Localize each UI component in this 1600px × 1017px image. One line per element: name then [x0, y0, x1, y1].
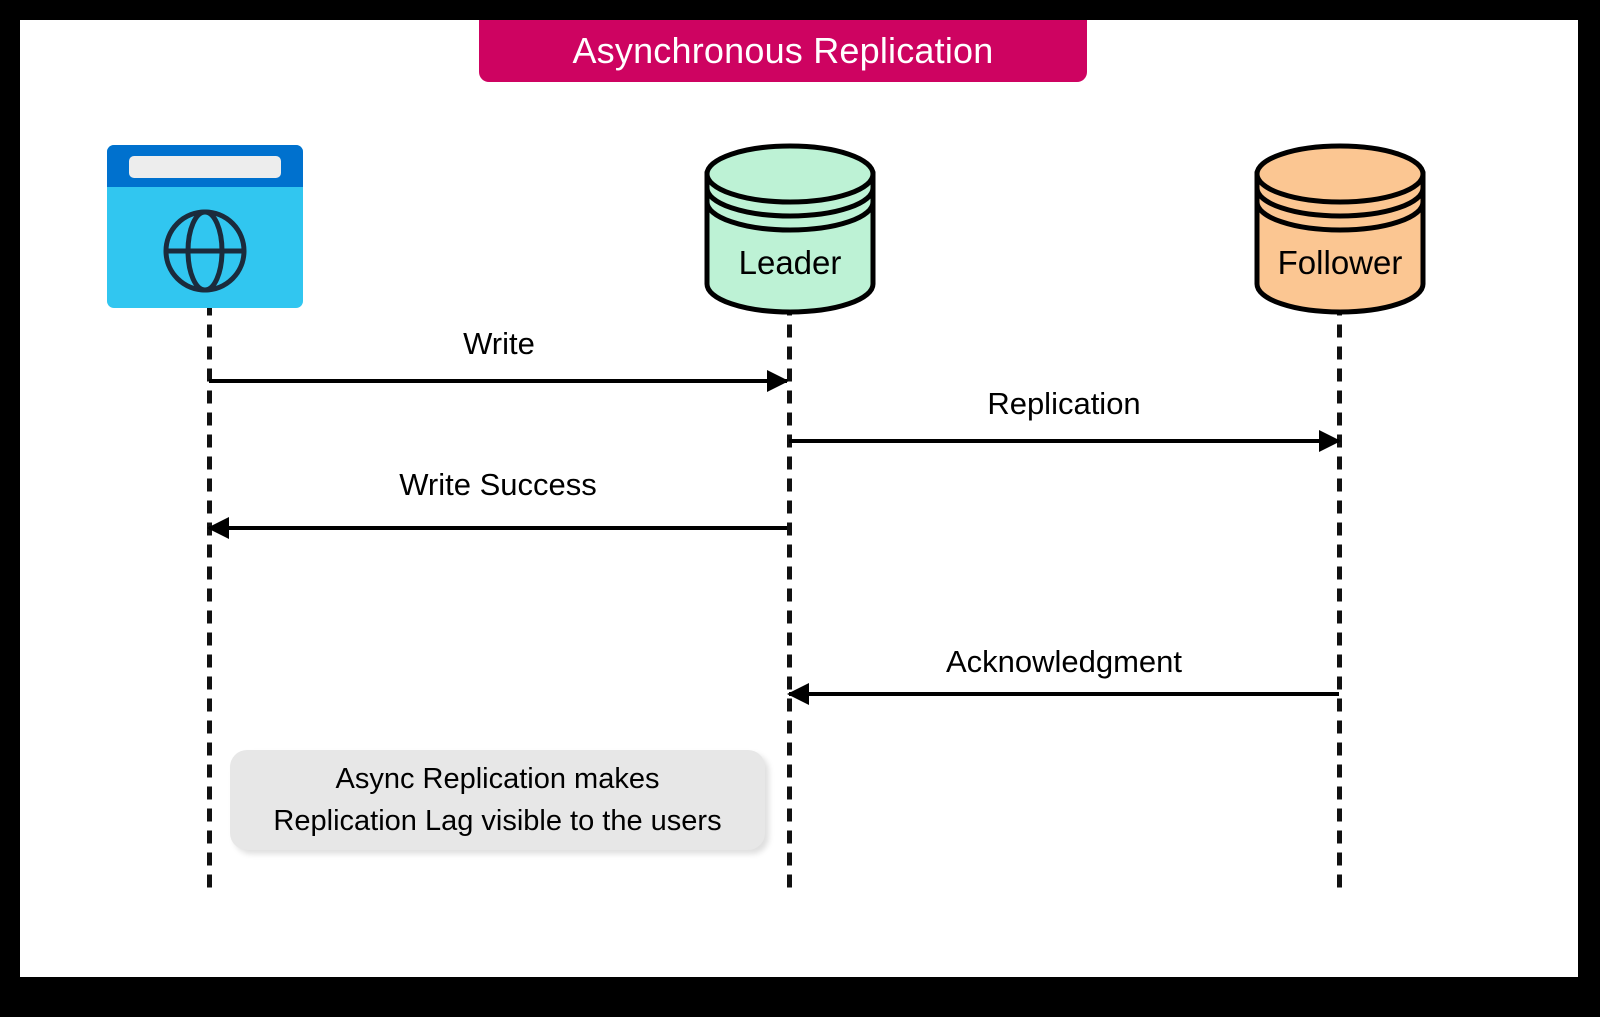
message-line-write-success [209, 526, 787, 530]
note-line-2: Replication Lag visible to the users [273, 805, 722, 837]
diagram-title: Asynchronous Replication [479, 20, 1087, 82]
message-line-acknowledgment [789, 692, 1339, 696]
message-line-replication [789, 439, 1339, 443]
message-line-write [209, 379, 787, 383]
arrowhead-write-success [207, 517, 229, 539]
note-line-1: Async Replication makes [335, 763, 660, 795]
arrowhead-write [767, 370, 789, 392]
lifeline-follower [1337, 308, 1342, 891]
diagram-canvas: Asynchronous Replication [20, 20, 1578, 977]
cylinder-shape-leader [704, 143, 876, 315]
message-label-replication: Replication [987, 386, 1141, 421]
browser-window-icon [107, 145, 303, 308]
browser-titlebar [107, 145, 303, 187]
lifeline-client [207, 308, 212, 891]
database-icon-follower: Follower [1251, 140, 1429, 318]
message-label-write: Write [463, 326, 535, 361]
lifeline-leader [787, 308, 792, 891]
browser-address-bar [129, 156, 281, 178]
note-box: Async Replication makes Replication Lag … [230, 750, 765, 850]
arrowhead-replication [1319, 430, 1341, 452]
message-label-acknowledgment: Acknowledgment [945, 644, 1183, 679]
globe-icon [163, 209, 247, 293]
message-label-write-success: Write Success [399, 467, 597, 502]
cylinder-shape-follower [1254, 143, 1426, 315]
arrowhead-acknowledgment [787, 683, 809, 705]
database-icon-leader: Leader [701, 140, 879, 318]
